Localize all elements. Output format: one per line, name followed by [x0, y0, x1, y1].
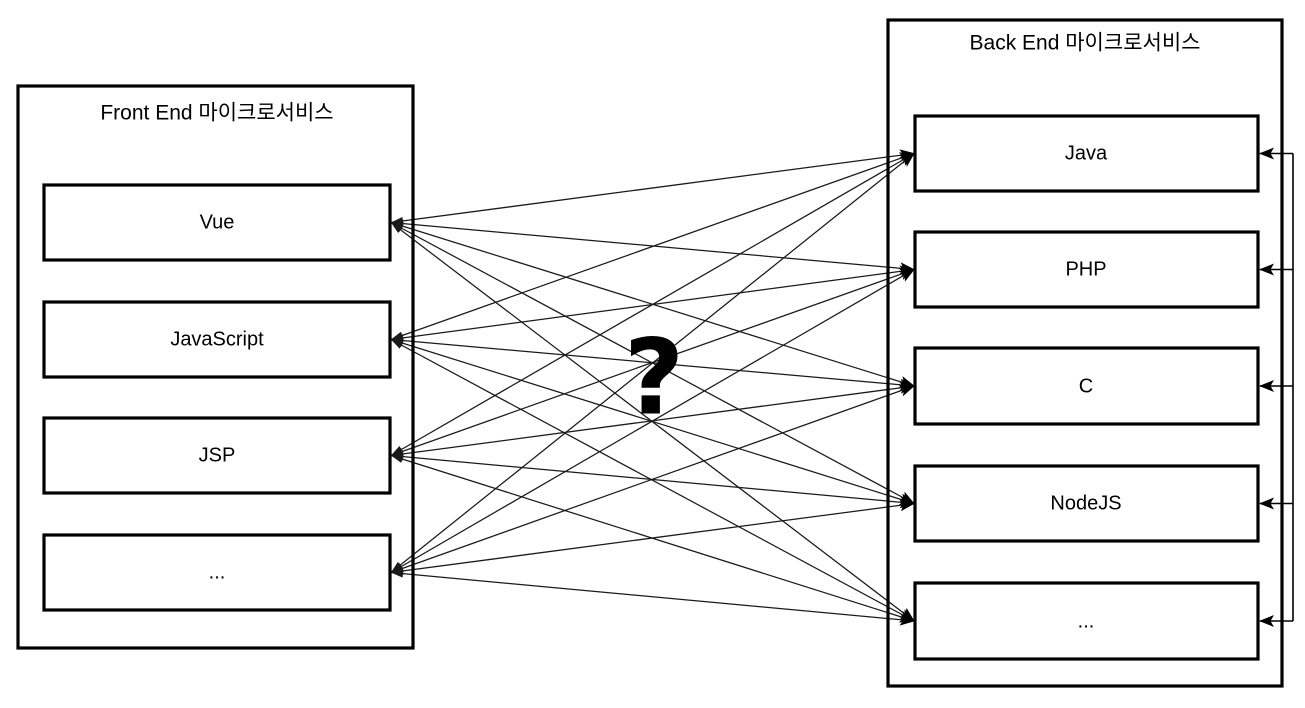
backend-node-nodejs-label: NodeJS — [1050, 492, 1121, 514]
frontend-node-more[interactable] — [42, 533, 392, 612]
backend-node-java[interactable] — [913, 114, 1260, 193]
question-mark-icon: ? — [624, 316, 684, 438]
edge-vue-to-java — [390, 149, 915, 224]
frontend-node-javascript-label: JavaScript — [170, 328, 264, 350]
edge-arrowhead-left — [391, 222, 403, 233]
edge-more-to-more — [390, 571, 915, 626]
backend-node-c-label: C — [1079, 375, 1093, 397]
backend-title: Back End 마이크로서비스 — [970, 32, 1201, 55]
edge-more-to-php — [390, 268, 915, 574]
backend-node-nodejs[interactable] — [913, 464, 1260, 543]
backend-node-c[interactable] — [913, 346, 1260, 426]
edge-arrowhead-left — [391, 339, 404, 349]
bipartite-edges — [390, 149, 915, 626]
frontend-node-vue[interactable] — [42, 183, 392, 262]
edge-jsp-to-java — [390, 152, 915, 457]
edge-arrowhead-left — [391, 569, 404, 578]
frontend-node-jsp-label: JSP — [199, 444, 236, 466]
backend-node-more-label: ... — [1078, 610, 1095, 632]
frontend-node-more-label: ... — [209, 561, 226, 583]
frontend-node-jsp[interactable] — [42, 416, 392, 495]
backend-bus — [1259, 147, 1294, 627]
edge-more-to-c — [390, 385, 915, 574]
frontend-title: Front End 마이크로서비스 — [100, 102, 333, 125]
backend-container — [886, 18, 1284, 688]
backend-node-more[interactable] — [913, 581, 1260, 661]
backend-group: Back End 마이크로서비스 Java PHP C NodeJS ... — [886, 18, 1284, 688]
backend-node-php[interactable] — [913, 230, 1260, 309]
frontend-container — [16, 84, 415, 650]
edge-javascript-to-more — [390, 338, 915, 622]
edge-arrowhead-left — [391, 455, 404, 463]
frontend-group: Front End 마이크로서비스 Vue JavaScript JSP ... — [16, 84, 415, 650]
frontend-node-vue-label: Vue — [200, 211, 235, 233]
backend-node-php-label: PHP — [1065, 258, 1106, 280]
backend-node-java-label: Java — [1065, 142, 1108, 164]
edge-more-to-java — [390, 152, 915, 573]
center-question-marker: ? — [624, 316, 684, 438]
edge-more-to-nodejs — [390, 499, 915, 574]
frontend-node-javascript[interactable] — [42, 300, 392, 379]
edge-javascript-to-java — [390, 152, 915, 341]
